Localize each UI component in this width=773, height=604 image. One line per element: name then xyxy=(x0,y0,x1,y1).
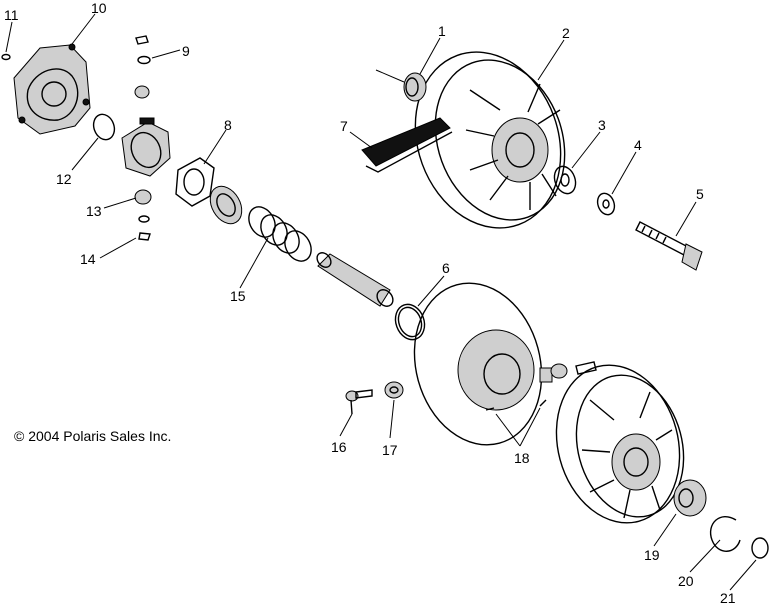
part-5-bolt xyxy=(635,221,703,271)
callout-1: 1 xyxy=(438,23,446,39)
part-13-bearing xyxy=(134,189,152,223)
part-11-pin xyxy=(1,53,11,61)
callout-8: 8 xyxy=(224,117,232,133)
callout-2: 2 xyxy=(562,25,570,41)
part-19-bearing xyxy=(673,479,707,517)
leader-lines xyxy=(5,13,757,591)
callout-18: 18 xyxy=(514,450,530,466)
callout-4: 4 xyxy=(634,137,642,153)
part-17-nut xyxy=(384,381,404,399)
callout-17: 17 xyxy=(382,442,398,458)
callout-6: 6 xyxy=(442,260,450,276)
callout-21: 21 xyxy=(720,590,736,604)
callout-19: 19 xyxy=(644,547,660,563)
part-12-snap-ring xyxy=(92,113,116,141)
callout-13: 13 xyxy=(86,203,102,219)
part-20-snap-ring xyxy=(709,515,741,552)
part-7-belt xyxy=(361,117,453,173)
callout-10: 10 xyxy=(91,0,107,16)
bottom-sheave xyxy=(555,364,685,524)
part-15-spring xyxy=(248,206,312,262)
secondary-sheave xyxy=(413,282,553,446)
part-21-ring xyxy=(751,537,769,559)
part-14-clip xyxy=(138,232,151,241)
callout-11: 11 xyxy=(4,7,19,23)
part-2-sheave-top xyxy=(414,51,566,229)
part-3-washer xyxy=(553,165,577,195)
roller-assembly xyxy=(121,117,171,177)
callout-20: 20 xyxy=(678,573,694,589)
part-9-fittings xyxy=(134,35,151,99)
part-16-bolt xyxy=(345,389,373,415)
callout-12: 12 xyxy=(56,171,72,187)
callout-7: 7 xyxy=(340,118,348,134)
part-4-washer xyxy=(596,192,616,216)
callout-5: 5 xyxy=(696,186,704,202)
part-10-cover xyxy=(13,43,91,135)
part-18-pins xyxy=(485,399,547,411)
callout-14: 14 xyxy=(80,251,96,267)
callout-9: 9 xyxy=(182,43,190,59)
part-1-collar xyxy=(375,69,427,102)
copyright-text: © 2004 Polaris Sales Inc. xyxy=(14,428,171,444)
callout-16: 16 xyxy=(331,439,347,455)
shaft xyxy=(316,252,394,307)
part-6-o-ring xyxy=(394,303,426,341)
callout-3: 3 xyxy=(598,117,606,133)
callout-15: 15 xyxy=(230,288,246,304)
nut-and-bolt xyxy=(550,361,597,379)
part-8-cam-plate xyxy=(175,157,243,225)
